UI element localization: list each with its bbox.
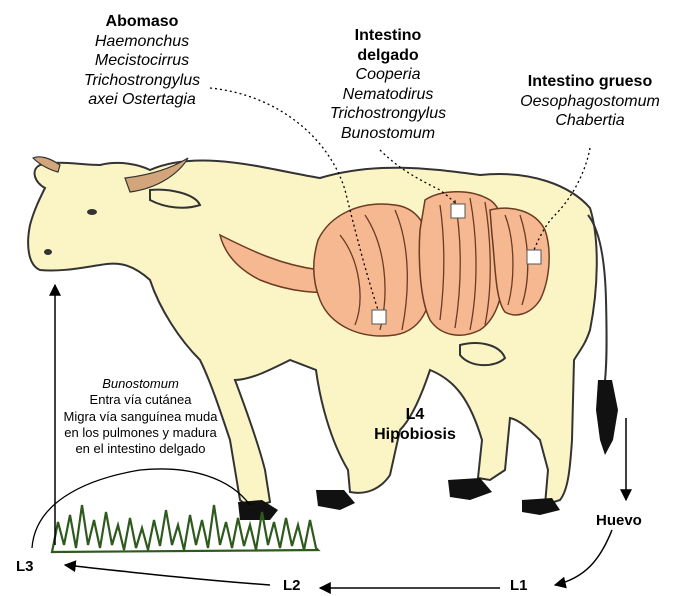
l4-label: L4: [355, 405, 475, 425]
bunostomum-line-3: en los pulmones y madura: [33, 425, 248, 441]
intestino-delgado-species-1: Cooperia: [308, 65, 468, 85]
hoof-front-right: [316, 490, 355, 510]
stage-huevo: Huevo: [596, 512, 642, 529]
abomaso-title: Abomaso: [62, 12, 222, 32]
intestino-delgado-species-3: Trichostrongylus: [308, 104, 468, 124]
intestino-delgado-species-2: Nematodirus: [308, 85, 468, 105]
label-abomaso: Abomaso Haemonchus Mecistocirrus Trichos…: [62, 12, 222, 110]
intestino-delgado-title-1: Intestino: [308, 26, 468, 46]
arrow-l2-to-l3: [65, 565, 270, 585]
hoof-hind-left: [448, 478, 492, 500]
label-intestino-delgado: Intestino delgado Cooperia Nematodirus T…: [308, 26, 468, 143]
intestino-grueso-species-1: Oesophagostomum: [500, 92, 680, 112]
intestino-grueso-species-2: Chabertia: [500, 111, 680, 131]
stage-l3: L3: [16, 558, 34, 575]
abomaso-species-4: axei Ostertagia: [62, 90, 222, 110]
marker-small-intestine: [372, 310, 386, 324]
stage-l1: L1: [510, 577, 528, 594]
intestino-delgado-species-4: Bunostomum: [308, 124, 468, 144]
marker-large-intestine: [527, 250, 541, 264]
label-l4-hipobiosis: L4 Hipobiosis: [355, 405, 475, 444]
cow-eye: [87, 209, 97, 215]
bunostomum-species: Bunostomum: [33, 376, 248, 392]
bunostomum-line-1: Entra vía cutánea: [33, 392, 248, 408]
label-intestino-grueso: Intestino grueso Oesophagostomum Chabert…: [500, 72, 680, 131]
arrow-huevo-to-l1: [555, 530, 612, 585]
bunostomum-note: Bunostomum Entra vía cutánea Migra vía s…: [33, 376, 248, 457]
hoof-front-left: [238, 500, 278, 520]
bunostomum-line-4: en el intestino delgado: [33, 441, 248, 457]
stage-l2: L2: [283, 577, 301, 594]
abomaso-species-1: Haemonchus: [62, 32, 222, 52]
hipobiosis-label: Hipobiosis: [355, 425, 475, 445]
marker-abomasum: [451, 204, 465, 218]
abomaso-species-2: Mecistocirrus: [62, 51, 222, 71]
intestino-grueso-title: Intestino grueso: [500, 72, 680, 92]
bunostomum-line-2: Migra vía sanguínea muda: [33, 409, 248, 425]
tail-tuft: [596, 380, 618, 455]
intestino-delgado-title-2: delgado: [308, 46, 468, 66]
grass-patch: [52, 505, 318, 552]
abomaso-species-3: Trichostrongylus: [62, 71, 222, 91]
cow-nostril: [44, 249, 52, 255]
